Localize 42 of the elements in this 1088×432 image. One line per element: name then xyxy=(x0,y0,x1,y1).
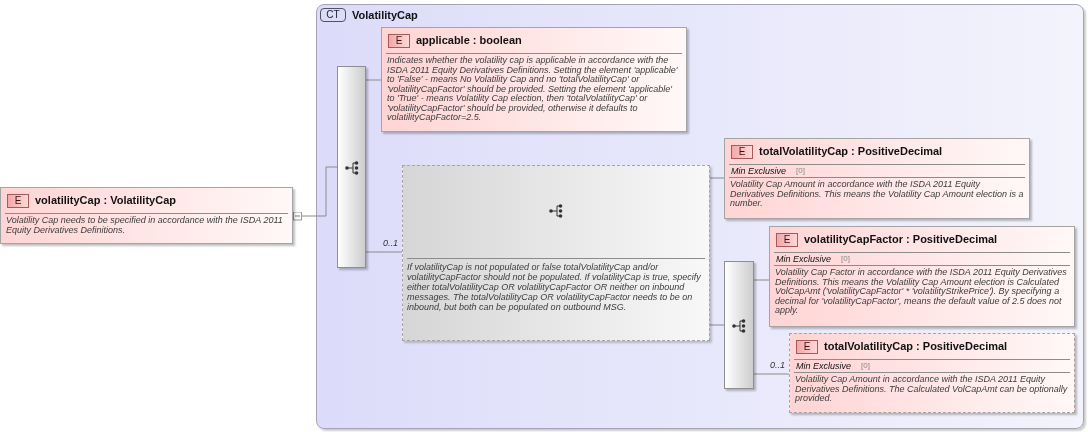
complex-type-title: VolatilityCap xyxy=(352,8,418,22)
connector-line xyxy=(753,279,770,281)
element-box xyxy=(381,27,687,132)
element-title: volatilityCap : VolatilityCap xyxy=(35,194,176,207)
element-title: volatilityCapFactor : PositiveDecimal xyxy=(804,233,998,246)
element-description: Volatility Cap needs to be specified in accordance with the ISDA 2011 Equity Derivatives Definitions. xyxy=(5,214,284,235)
element-box xyxy=(724,138,1030,219)
element-title: totalVolatilityCap : PositiveDecimal xyxy=(824,340,1008,353)
connector-line xyxy=(365,251,403,253)
element-title: totalVolatilityCap : PositiveDecimal xyxy=(759,145,943,158)
element-description: Volatility Cap Factor in accordance with the ISDA 2011 Equity Derivatives Definitions. This means the Volatility Cap Amount election is Calculated VolCapAmt ('volatilityCapFactor' * 'volatilityStrikePrice'). By specifying a decimal for 'volatilityCapFactor', means the default value of 2.5 does not apply. xyxy=(774,266,1068,316)
facet-name: Min Exclusive xyxy=(796,361,851,371)
element-box xyxy=(789,333,1075,413)
element-box xyxy=(0,187,293,244)
element-box xyxy=(769,226,1075,327)
element-title: applicable : boolean xyxy=(416,34,522,47)
element-description: Volatility Cap Amount in accordance with the ISDA 2011 Equity Derivatives Definitions. This means the Volatility Cap Amount election is a number. xyxy=(729,178,1025,209)
connector-line xyxy=(709,177,725,179)
sequence-bar xyxy=(724,261,754,389)
element-badge: E xyxy=(731,144,753,159)
facet-name: Min Exclusive xyxy=(776,254,831,264)
connector-line xyxy=(365,79,382,81)
element-description: Indicates whether the volatility cap is applicable in accordance with the ISDA 2011 Equity Derivatives Definitions. Setting the element 'applicable' to 'False' - means No Volatility Cap and no 'totalVolatilityCap' or 'volatilityCapFactor' should be provided. Setting the element 'applicable' to 'True' - means Volatility Cap election, then 'totalVolatilityCap' or 'volatilityCapFactor' should be provided, otherwise it defaults to volatilityCapFactor=2.5. xyxy=(386,54,679,123)
facet-value: [0] xyxy=(841,254,850,264)
facet-name: Min Exclusive xyxy=(731,166,786,176)
element-badge: E xyxy=(7,193,29,208)
group-description: If volatilityCap is not populated or false totalVolatilityCap and/or volatilityCapFactor should not be populated. If volatilityCap is true, specify either totalVolatilityCap OR volatilityCapFactor OR neither on inbound messages. The totalVolatilityCap OR volatilityCapFactor needs to be on inbound, but both can be populated on outbound MSG. xyxy=(406,261,702,312)
connector-line xyxy=(292,166,338,221)
edge-label: 0..1 xyxy=(383,238,398,248)
connector-line xyxy=(709,324,725,326)
complex-type-panel xyxy=(316,4,1084,429)
facet-value: [0] xyxy=(796,166,805,176)
element-badge: E xyxy=(776,232,798,247)
element-description: Volatility Cap Amount in accordance with the ISDA 2011 Equity Derivatives Definitions. The Calculated VolCapAmt can be optionally provided. xyxy=(794,373,1069,404)
element-badge: E xyxy=(796,339,818,354)
facet-value: [0] xyxy=(861,361,870,371)
sequence-bar xyxy=(337,66,366,268)
edge-label: 0..1 xyxy=(770,360,785,370)
optional-group-box xyxy=(402,165,710,341)
complex-type-badge: CT xyxy=(320,8,346,22)
element-badge: E xyxy=(388,33,410,48)
connector-line xyxy=(753,373,790,375)
